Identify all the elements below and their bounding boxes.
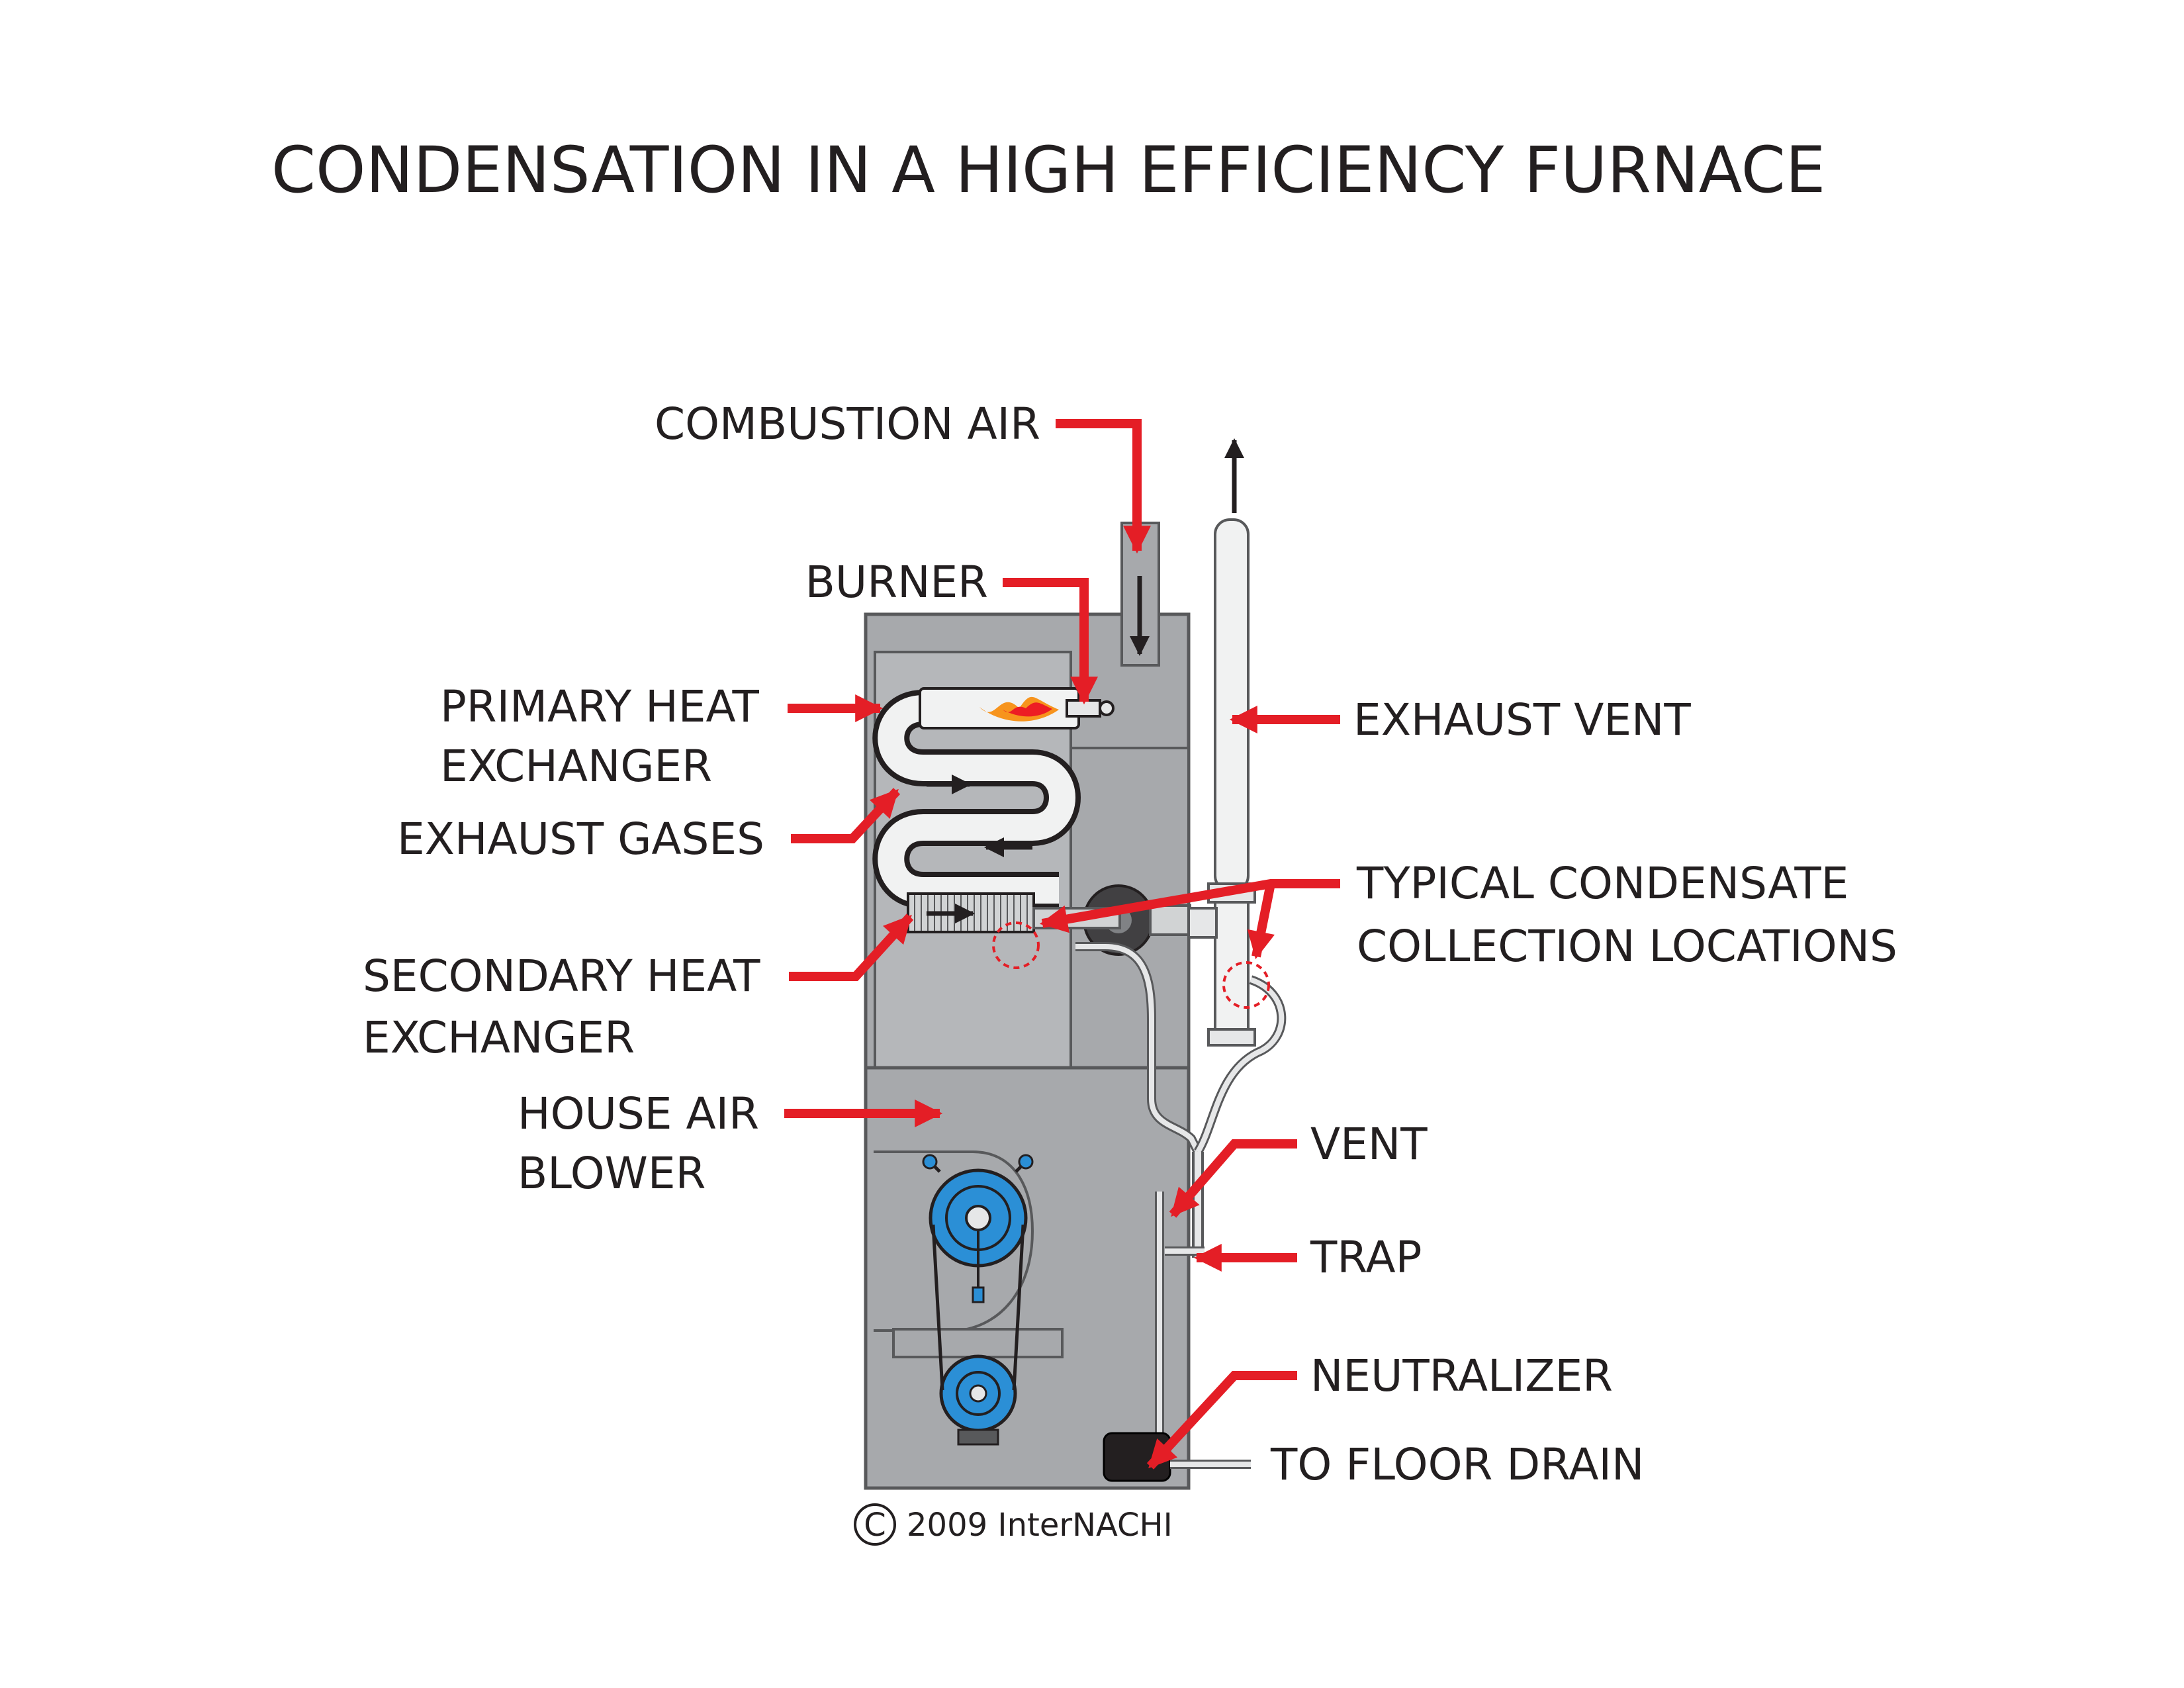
label-primary-heat-exchanger-line1: PRIMARY HEAT [440, 681, 760, 732]
copyright-symbol [854, 1503, 896, 1546]
label-secondary-heat-exchanger-line2: EXCHANGER [363, 1012, 635, 1063]
label-vent: VENT [1310, 1119, 1428, 1170]
callout-arrow-secondary-heat-exchanger [789, 914, 914, 981]
label-primary-heat-exchanger-line2: EXCHANGER [440, 741, 712, 792]
callout-arrow-condensate-2 [1247, 882, 1275, 960]
label-exhaust-gases: EXHAUST GASES [397, 814, 764, 865]
copyright-text: 2009 InterNACHI [907, 1507, 1173, 1544]
label-combustion-air: COMBUSTION AIR [655, 399, 1040, 449]
label-condensate-line1: TYPICAL CONDENSATE [1356, 858, 1848, 909]
label-neutralizer: NEUTRALIZER [1310, 1350, 1613, 1401]
label-house-air-blower-line2: BLOWER [518, 1148, 705, 1199]
inducer-fan [1032, 884, 1191, 956]
label-exhaust-vent: EXHAUST VENT [1353, 694, 1691, 745]
label-secondary-heat-exchanger-line1: SECONDARY HEAT [363, 951, 760, 1002]
drive-belt [931, 1224, 1025, 1391]
label-house-air-blower-line1: HOUSE AIR [518, 1088, 759, 1139]
label-trap: TRAP [1310, 1232, 1422, 1283]
callout-arrow-combustion-air [1056, 419, 1151, 554]
copyright-notice: C 2009 InterNACHI [854, 1503, 1173, 1546]
condensate-drain-tubes [1075, 942, 1287, 1154]
copyright-symbol-letter: C [864, 1507, 886, 1544]
callout-leaders [784, 419, 1340, 1470]
exhaust-vent-pipe [1187, 518, 1256, 1047]
callout-arrow-neutralizer [1146, 1371, 1297, 1470]
label-burner: BURNER [805, 557, 988, 608]
exhaust-gas-flow-arrows [927, 774, 1032, 923]
label-floor-drain: TO FLOOR DRAIN [1270, 1439, 1644, 1490]
condensate-location-marker [1222, 961, 1270, 1009]
blower-motor-icon [939, 1354, 1017, 1446]
diagram-title: CONDENSATION IN A HIGH EFFICIENCY FURNAC… [271, 133, 1825, 207]
callout-arrow-exhaust-gases [791, 788, 901, 843]
condensate-location-marker [992, 921, 1040, 969]
burner-nozzle [1066, 699, 1115, 718]
burner-flame-icon [979, 696, 1059, 722]
callout-arrow-burner [1003, 578, 1098, 705]
label-condensate-line2: COLLECTION LOCATIONS [1357, 921, 1897, 972]
callout-arrow-vent [1169, 1139, 1297, 1218]
